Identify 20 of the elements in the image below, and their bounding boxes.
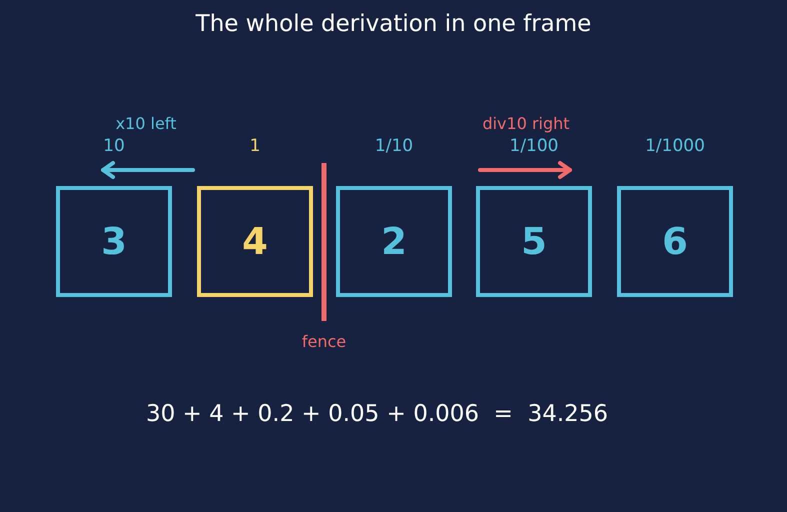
place-value-label: 1/1000 [645,136,705,158]
digit-box [56,186,172,297]
digit: 5 [521,223,547,260]
fence-label: fence [302,332,346,352]
equation: 30 + 4 + 0.2 + 0.05 + 0.006 = 34.256 [146,400,608,429]
place-value-label: 1 [250,136,260,158]
title: The whole derivation in one frame [196,10,592,39]
digit-box [197,186,313,297]
direction-label: div10 right [482,114,570,134]
digit: 3 [101,223,127,260]
direction-label: x10 left [116,114,176,134]
digit: 6 [662,223,688,260]
digit-box [617,186,733,297]
place-value-label: 10 [103,136,125,158]
place-value-label: 1/10 [374,136,414,158]
place-value-label: 1/100 [510,136,558,158]
digit: 2 [381,223,407,260]
digit-box [476,186,592,297]
digit: 4 [242,223,268,260]
digit-box [336,186,452,297]
